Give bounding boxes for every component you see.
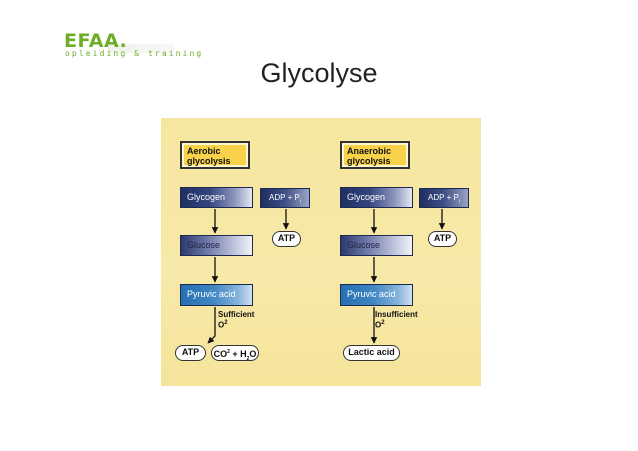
aerobic-condition-sup: 2: [224, 320, 228, 326]
aerobic-heading: Aerobic glycolysis: [180, 141, 250, 169]
aerobic-h2o-sub: 2: [246, 355, 250, 362]
aerobic-o-label: O: [249, 349, 257, 359]
anaerobic-adp-sub: i: [458, 198, 460, 205]
slide-title: Glycolyse: [260, 58, 378, 88]
aerobic-co2-h2o-pill: CO2 + H2O: [211, 345, 259, 362]
anaerobic-glucose-label: Glucose: [347, 240, 381, 250]
anaerobic-atp-top-pill: ATP: [428, 231, 457, 247]
anaerobic-pyruvic-box: Pyruvic acid: [340, 284, 413, 306]
aerobic-co2-label: CO: [213, 349, 228, 359]
anaerobic-heading-line2: glycolysis: [347, 156, 391, 166]
anaerobic-lactic-acid-label: Lactic acid: [348, 347, 395, 357]
aerobic-atp-top-pill: ATP: [272, 231, 301, 247]
anaerobic-glucose-box: Glucose: [340, 235, 413, 256]
aerobic-adp-label: ADP + P: [269, 193, 300, 202]
anaerobic-pyruvic-label: Pyruvic acid: [347, 289, 396, 299]
aerobic-atp-product-pill: ATP: [175, 345, 206, 361]
logo-band: [108, 44, 174, 53]
aerobic-glycogen-label: Glycogen: [187, 192, 226, 202]
anaerobic-adp-label: ADP + P: [428, 193, 459, 202]
aerobic-glycogen-box: Glycogen: [180, 187, 253, 208]
aerobic-glucose-box: Glucose: [180, 235, 253, 256]
aerobic-co2-sup: 2: [227, 349, 230, 355]
aerobic-heading-line2: glycolysis: [187, 156, 231, 166]
aerobic-condition-line2: O: [218, 320, 225, 330]
aerobic-condition-line1: Sufficient: [218, 310, 255, 319]
anaerobic-heading: Anaerobic glycolysis: [340, 141, 410, 169]
anaerobic-condition: Insufficient O2: [375, 310, 418, 330]
logo-tagline: opleiding & training: [65, 49, 204, 58]
anaerobic-heading-line1: Anaerobic: [347, 146, 392, 156]
aerobic-glucose-label: Glucose: [187, 240, 221, 250]
aerobic-heading-line1: Aerobic: [187, 146, 221, 156]
anaerobic-glycogen-label: Glycogen: [347, 192, 386, 202]
logo-name: EFAA.: [64, 30, 128, 52]
anaerobic-condition-sup: 2: [381, 320, 385, 326]
anaerobic-adp-box: ADP + Pi: [419, 188, 469, 208]
anaerobic-condition-line1: Insufficient: [375, 310, 418, 319]
anaerobic-atp-top-label: ATP: [433, 233, 452, 243]
anaerobic-glycogen-box: Glycogen: [340, 187, 413, 208]
anaerobic-lactic-acid-pill: Lactic acid: [343, 345, 400, 361]
aerobic-plus-h-label: + H: [229, 349, 247, 359]
anaerobic-condition-line2: O: [375, 320, 382, 330]
aerobic-atp-product-label: ATP: [181, 347, 200, 357]
aerobic-pyruvic-label: Pyruvic acid: [187, 289, 236, 299]
aerobic-adp-box: ADP + Pi: [260, 188, 310, 208]
aerobic-adp-sub: i: [299, 198, 301, 205]
aerobic-pyruvic-box: Pyruvic acid: [180, 284, 253, 306]
aerobic-atp-top-label: ATP: [277, 233, 296, 243]
aerobic-condition: Sufficient O2: [218, 310, 254, 330]
efaa-logo: EFAA. opleiding & training: [64, 30, 201, 62]
